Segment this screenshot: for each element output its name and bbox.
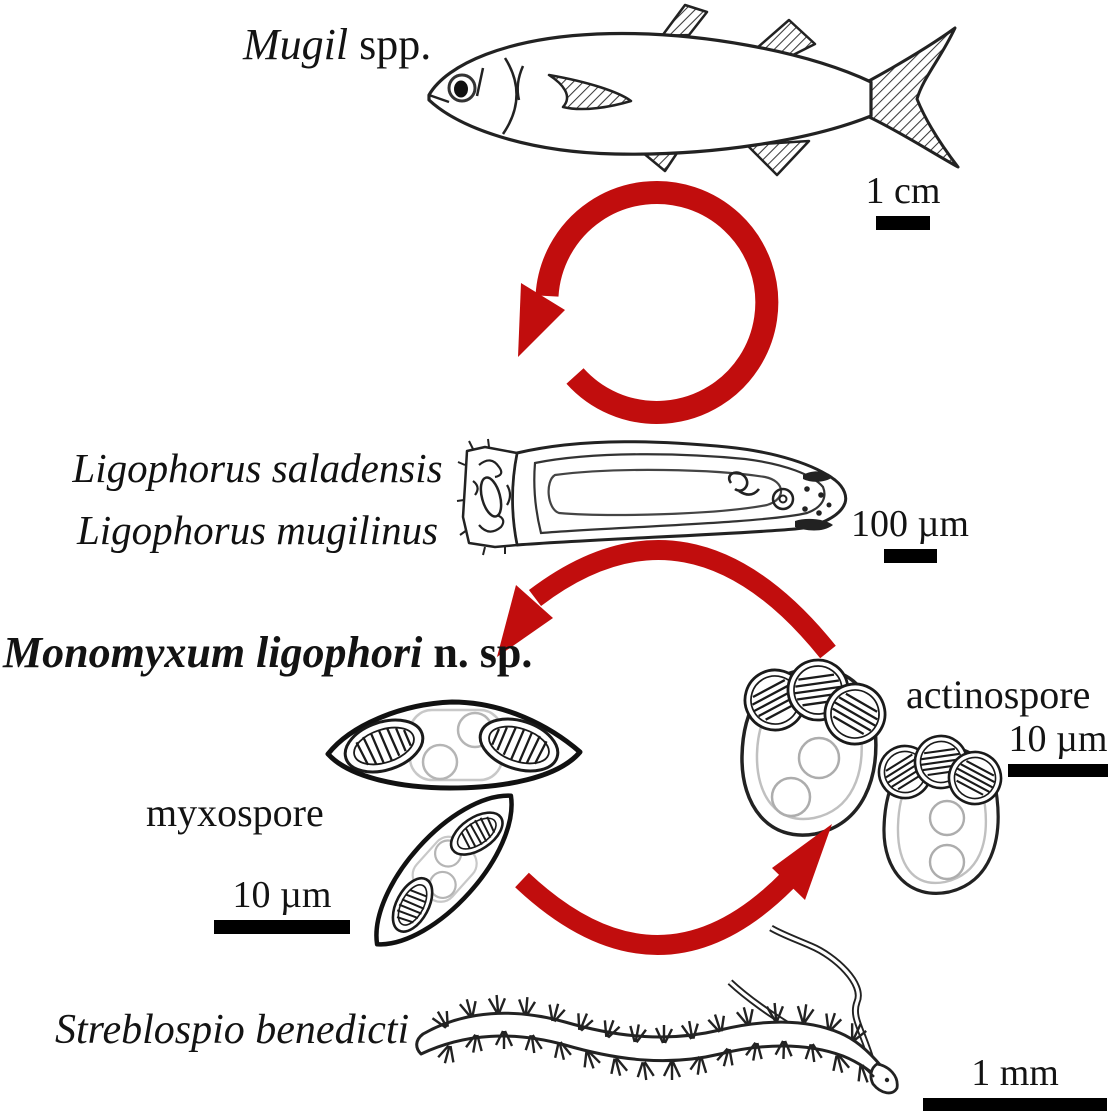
monogenean-species-2: Ligophorus mugilinus — [76, 507, 439, 553]
scale-bar-actinospore-label: 10 µm — [1008, 718, 1108, 760]
scale-bar-polychaete: 1 mm — [923, 1052, 1107, 1111]
scale-bar-myxospore: 10 µm — [212, 874, 352, 934]
actinospore-label-text: actinospore — [906, 672, 1091, 717]
haptor-hooks — [472, 459, 512, 533]
scale-bar-monogenean: 100 µm — [840, 503, 980, 563]
fish-spp-text: spp. — [348, 20, 432, 69]
myxozoan-binomial-text: Monomyxum ligophori — [3, 628, 423, 677]
scale-bar-fish: 1 cm — [845, 170, 961, 230]
fish-tail-fin — [865, 26, 960, 169]
bottom-arrowhead — [772, 824, 832, 900]
scale-bar-monogenean-rule — [883, 548, 937, 563]
monogenean-flatworm-illustration — [456, 438, 848, 556]
polychaete-species-text: Streblospio benedicti — [55, 1007, 410, 1053]
actinospore-illustration-2 — [867, 731, 1012, 895]
monogenean-species-labels: Ligophorus saladensis Ligophorus mugilin… — [55, 437, 460, 561]
scale-bar-fish-rule — [876, 215, 930, 230]
myxospore-label-text: myxospore — [146, 790, 324, 835]
fish-species-label: Mugil spp. — [243, 20, 431, 71]
monogenean-intestine — [547, 468, 783, 517]
cycle-arrowhead — [518, 283, 565, 357]
actinospore-illustration-1 — [733, 654, 895, 837]
scale-bar-actinospore-rule — [1008, 763, 1108, 777]
monogenean-jaw-upper — [803, 471, 833, 482]
myxospore-to-actinospore-arrow — [515, 824, 832, 955]
actinospore-nucleus — [797, 736, 841, 780]
myxozoan-nsp-text: n. sp. — [422, 628, 533, 677]
scale-bar-actinospore: 10 µm — [1003, 718, 1109, 777]
monogenean-eyespots — [802, 486, 832, 516]
actinospore-to-fish-stage-arrow — [497, 540, 836, 659]
monogenean-jaw-lower — [795, 518, 833, 531]
fish-anal-fin — [745, 139, 811, 177]
monogenean-copulatory-organ — [727, 471, 761, 496]
monogenean-species-1: Ligophorus saladensis — [72, 445, 443, 491]
scale-bar-polychaete-label: 1 mm — [971, 1052, 1059, 1094]
scale-bar-myxospore-label: 10 µm — [232, 874, 332, 916]
actinospore-nucleus — [928, 843, 966, 881]
myxozoan-species-label: Monomyxum ligophori n. sp. — [3, 628, 532, 679]
polychaete-species-label: Streblospio benedicti — [55, 1006, 409, 1054]
myxospore-illustration-1 — [325, 699, 583, 791]
fish-body — [427, 31, 873, 156]
fish-monogenean-cycle-arrow — [518, 180, 779, 424]
myxospore-nucleus — [421, 743, 459, 781]
fish-mouth — [428, 93, 450, 104]
fish-dorsal-fin-1 — [660, 3, 709, 38]
haptor-anchor — [479, 476, 503, 518]
fish-pectoral-fin — [547, 73, 633, 111]
myxospore-nucleus — [428, 870, 457, 900]
polychaete-head — [869, 1062, 899, 1095]
polychaete-worm-illustration — [415, 924, 899, 1095]
scale-bar-fish-label: 1 cm — [865, 170, 941, 212]
scale-bar-myxospore-rule — [214, 919, 350, 934]
scale-bar-polychaete-rule — [923, 1097, 1107, 1111]
mid-arrowhead — [497, 585, 553, 657]
actinospore-label: actinospore — [906, 672, 1090, 718]
fish-pupil — [454, 80, 468, 98]
scale-bar-monogenean-label: 100 µm — [851, 503, 969, 545]
mullet-fish-illustration — [427, 3, 960, 177]
myxospore-label: myxospore — [146, 790, 324, 836]
actinospore-nucleus — [928, 799, 966, 837]
myxospore-illustration-2 — [374, 793, 514, 947]
fish-genus-text: Mugil — [243, 20, 349, 69]
actinospore-nucleus — [770, 776, 812, 818]
